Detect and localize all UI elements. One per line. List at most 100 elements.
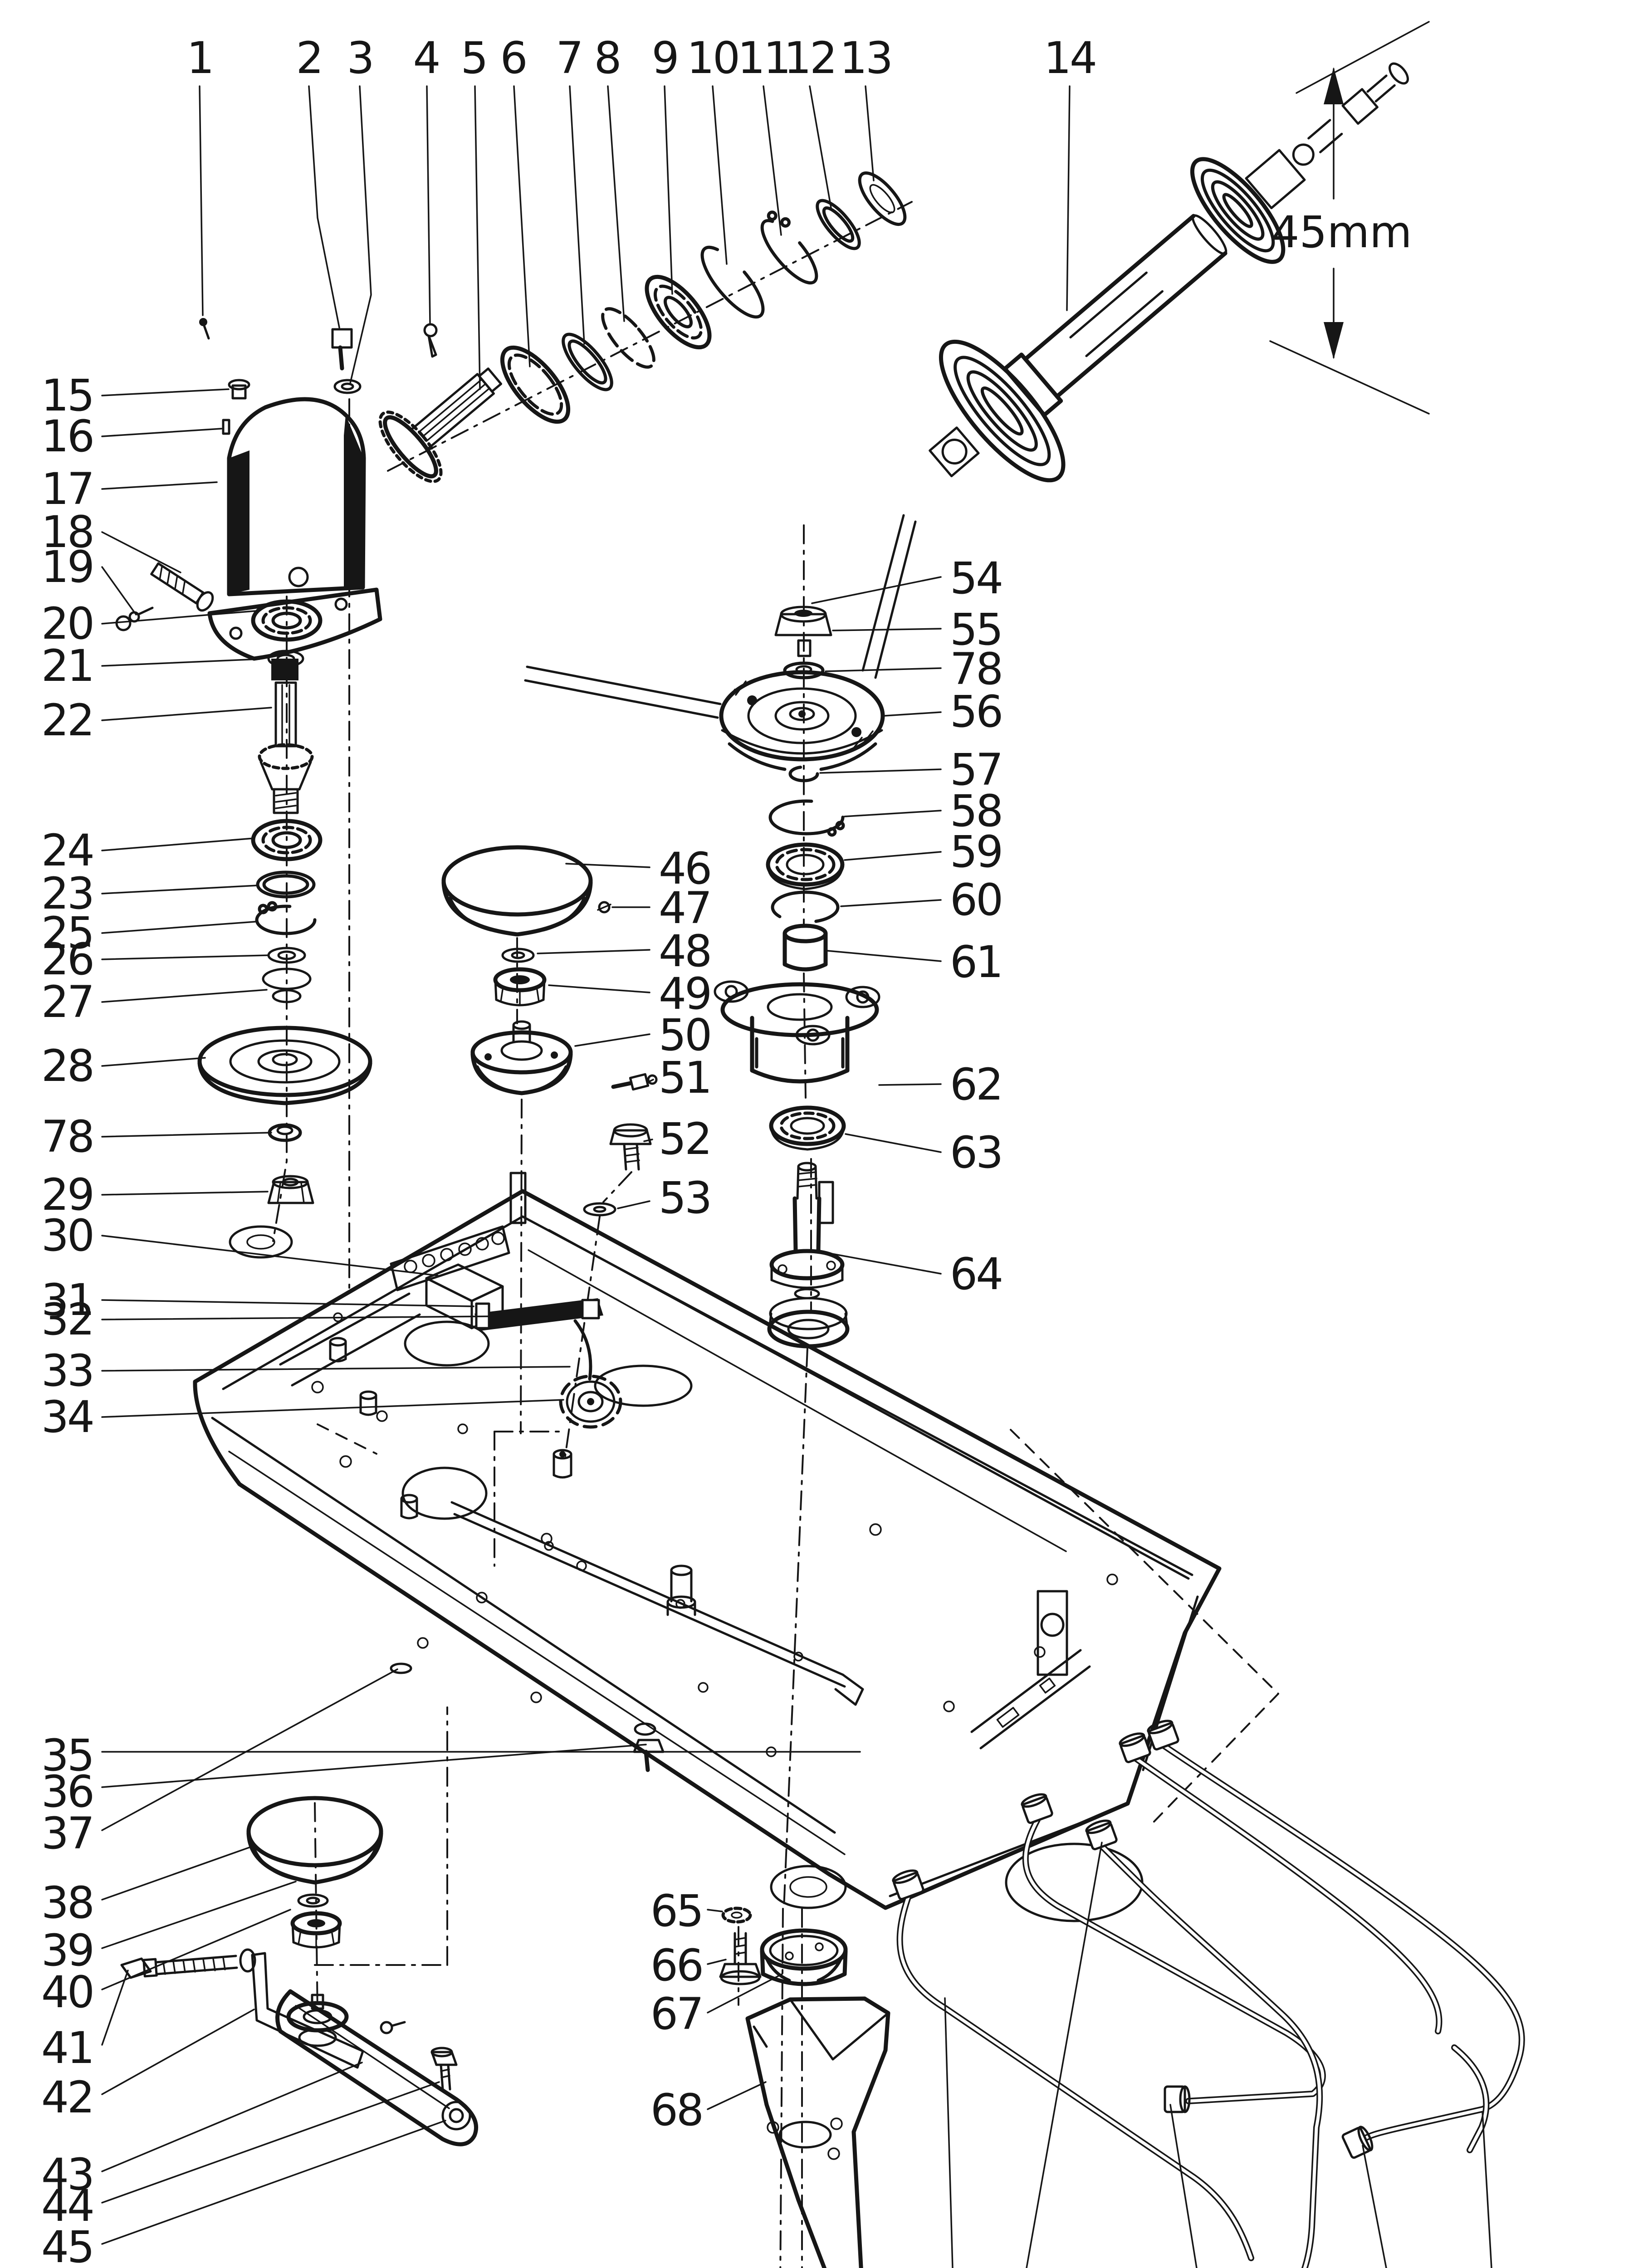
leader-line-6 [513, 85, 531, 367]
drawing-segment [1120, 1735, 1151, 1764]
drawing-segment [344, 415, 364, 590]
drawing-segment [298, 1932, 301, 1945]
drawing-segment [735, 680, 747, 696]
drawing-segment [192, 1959, 196, 1973]
drawing-segment [644, 1750, 650, 1772]
leader-line-33 [101, 1366, 571, 1372]
drawing-segment [520, 1099, 523, 1434]
drawing-segment [338, 345, 344, 371]
drawing-segment [898, 1894, 1253, 2260]
leader-line-68 [707, 2081, 767, 2110]
leader-line-64 [821, 1251, 942, 1275]
drawing-segment [767, 210, 778, 221]
leader-line-48 [537, 949, 650, 954]
part-label-3: 3 [347, 33, 372, 83]
drawing-segment [597, 904, 611, 911]
drawing-segment [783, 1347, 808, 1910]
drawing-segment [528, 1249, 1067, 1552]
drawing-segment [500, 345, 571, 424]
drawing-segment [794, 610, 812, 617]
drawing-segment [1179, 2085, 1191, 2113]
pipe-72 [1022, 1817, 1326, 2104]
grease-fitting-51 [611, 1073, 658, 1091]
leader-line-30 [101, 1235, 439, 1276]
drawing-segment [196, 591, 214, 612]
drawing-segment [197, 1026, 372, 1097]
drawing-segment [1164, 2085, 1191, 2113]
drawing-segment [440, 2075, 450, 2078]
part-label-49: 49 [659, 968, 710, 1019]
bearing-housing-62 [714, 980, 880, 1084]
drawing-segment [229, 1225, 293, 1259]
part-label-39: 39 [41, 1925, 93, 1976]
drawing-segment [966, 370, 1038, 452]
part-label-12: 12 [784, 33, 836, 83]
drawing-segment [271, 611, 302, 630]
drawing-segment [449, 2108, 464, 2123]
leader-line-44 [101, 2081, 440, 2204]
part-label-67: 67 [650, 1989, 702, 2039]
leader-line-2 [308, 85, 340, 328]
spacer-61 [782, 924, 828, 972]
leader-line-74 [1362, 2145, 1387, 2268]
part-label-32: 32 [41, 1294, 93, 1345]
drawing-segment [337, 1922, 341, 1944]
drawing-segment [1134, 1756, 1441, 2033]
drawing-segment [794, 1288, 820, 1300]
drawing-segment [1324, 322, 1344, 359]
bearing-nut-49 [493, 967, 547, 1007]
drawing-segment [1341, 88, 1379, 125]
drawing-segment [594, 1364, 693, 1407]
pipe-74 [1160, 1742, 1525, 2143]
drawing-segment [698, 1682, 709, 1693]
drawing-segment [817, 1957, 843, 1982]
drawing-segment [806, 1028, 820, 1042]
drawing-segment [1002, 352, 1063, 417]
drawing-segment [827, 2147, 840, 2160]
punched-strip [390, 1225, 510, 1291]
drawing-segment [954, 356, 1051, 466]
drawing-segment [562, 332, 613, 391]
drawing-segment [1148, 1722, 1179, 1751]
bearing-nut-40 [290, 1911, 342, 1949]
drawing-segment [1100, 1844, 1321, 2268]
drawing-segment [778, 2121, 832, 2149]
drawing-segment [1200, 168, 1275, 253]
drawing-segment [745, 1996, 890, 2268]
leader-line-37 [101, 1668, 398, 1831]
part-label-25: 25 [41, 908, 93, 958]
blade-bolt-66 [719, 1932, 762, 1985]
drawing-segment [858, 171, 907, 226]
part-label-62: 62 [950, 1059, 1002, 1110]
drawing-segment [816, 199, 861, 250]
drawing-segment [780, 217, 791, 228]
drawing-segment [734, 1951, 747, 1955]
drawing-segment [1085, 1819, 1118, 1851]
drawing-segment [267, 947, 306, 964]
drawing-segment [830, 2117, 843, 2130]
leader-line-8 [607, 85, 625, 322]
drawing-segment [314, 1074, 367, 1101]
drawing-segment [602, 1171, 632, 1203]
deck-holes [311, 1312, 1118, 1757]
drawing-segment [767, 2121, 779, 2134]
drawing-segment [500, 989, 504, 1002]
leader-line-23 [101, 885, 259, 894]
drawing-segment [1106, 1574, 1118, 1585]
drawing-segment [277, 950, 296, 960]
part-label-52: 52 [659, 1114, 710, 1164]
drawing-segment [267, 1181, 314, 1204]
part-label-37: 37 [41, 1808, 93, 1859]
leader-line-56 [884, 711, 942, 717]
drawing-segment [380, 2021, 393, 2034]
drawing-segment [1034, 1646, 1046, 1658]
part-label-19: 19 [41, 542, 93, 592]
drawing-segment [417, 1637, 429, 1649]
leader-line-18 [101, 531, 181, 573]
part-label-47: 47 [659, 883, 710, 934]
part-label-2: 2 [296, 33, 322, 83]
leader-line-22 [101, 707, 272, 721]
drawing-segment [889, 1806, 1122, 1897]
